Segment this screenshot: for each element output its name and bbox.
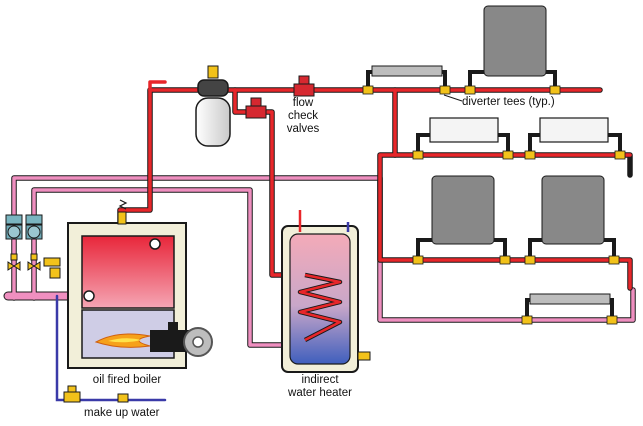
indirect-water-heater-label-line: indirect <box>301 374 339 386</box>
zone-valve-icon <box>27 253 41 271</box>
diverter-tee <box>412 150 424 160</box>
flow-check-valves-label: flow check valves <box>283 97 323 136</box>
pressure-reducing-valve-icon <box>63 385 129 403</box>
indirect-water-heater-label-line: water heater <box>288 387 352 399</box>
air-vent-icon <box>207 65 219 79</box>
diverter-tee <box>608 255 620 265</box>
circulator-pump-1 <box>5 214 23 271</box>
indirect-water-heater <box>281 210 371 373</box>
boiler-supply-port <box>149 238 161 250</box>
circulator-pump-2 <box>25 214 43 271</box>
diverter-tee <box>524 150 536 160</box>
pressure-relief-valve-icon <box>117 199 128 225</box>
lower-radiator-2 <box>528 175 616 260</box>
flame-icon <box>94 333 151 348</box>
baseboard-icon <box>539 117 609 143</box>
flow-check-valve-2 <box>245 97 267 119</box>
flow-check-valve-icon <box>293 75 315 97</box>
diverter-tee <box>606 315 618 325</box>
top-radiator <box>468 5 557 90</box>
diverter-tee <box>464 85 476 95</box>
boiler-return-port <box>83 290 95 302</box>
radiator-icon <box>541 175 605 245</box>
drain-valve-icon <box>357 351 371 361</box>
make-up-water-label: make up water <box>84 407 160 419</box>
diverter-tee-leader <box>443 94 463 102</box>
diverter-tee <box>439 85 451 95</box>
zone-valve-icon <box>7 253 21 271</box>
expansion-tank <box>195 65 231 147</box>
burner-icon <box>150 322 213 357</box>
middle-baseboard-2 <box>528 117 622 155</box>
lower-radiator-1 <box>416 175 507 260</box>
diverter-tee <box>524 255 536 265</box>
flow-check-valve-1 <box>293 75 315 97</box>
diverter-tee <box>549 85 561 95</box>
baseboard-icon <box>529 293 611 305</box>
circulator-pump-icon <box>25 214 43 240</box>
circulator-pump-icon <box>5 214 23 240</box>
radiator-icon <box>431 175 495 245</box>
expansion-tank-icon <box>195 97 231 147</box>
diverter-tee <box>614 150 626 160</box>
diverter-tee <box>499 255 511 265</box>
oil-fired-boiler-label: oil fired boiler <box>92 374 162 386</box>
flow-check-valves-label-line: check <box>287 110 319 122</box>
diverter-tee <box>521 315 533 325</box>
baseboard-icon <box>371 65 443 77</box>
diverter-tee <box>412 255 424 265</box>
indirect-water-heater-label: indirect water heater <box>280 374 360 400</box>
flow-check-valves-label-line: flow <box>292 97 314 109</box>
bottom-baseboard <box>525 293 614 320</box>
flow-check-valve-icon <box>245 97 267 119</box>
diverter-tees-label: diverter tees (typ.) <box>462 96 555 108</box>
middle-baseboard-1 <box>416 117 510 155</box>
oil-fired-boiler <box>67 199 213 369</box>
radiator-icon <box>483 5 547 77</box>
diverter-tee <box>362 85 374 95</box>
diverter-tee <box>502 150 514 160</box>
purge-valve-group <box>43 257 61 279</box>
diverter-tees <box>362 85 626 325</box>
top-baseboard <box>366 65 447 90</box>
flow-check-valves-label-line: valves <box>286 123 320 135</box>
baseboard-icon <box>429 117 499 143</box>
